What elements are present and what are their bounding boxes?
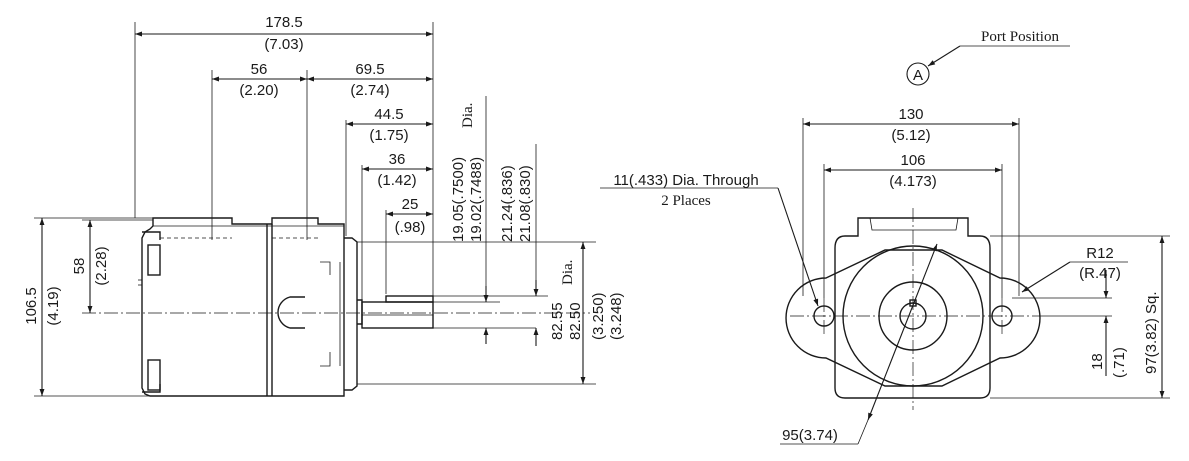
radius-label: R12 [1086, 245, 1114, 262]
hole-note-line-1: 11(.433) Dia. Through [613, 172, 758, 189]
key-length-inch-label: (.98) [395, 219, 426, 236]
center-height-label: 58 [71, 258, 88, 275]
dim-circle-dia [867, 243, 938, 421]
key-height-label-1: 21.24(.836) [499, 165, 516, 242]
pilot-dia-label-1: 82.55 [549, 302, 566, 340]
pilot-dia-label-2: 82.50 [567, 302, 584, 340]
circle-dia-label: 95(3.74) [782, 427, 838, 444]
shaft-length-label: 44.5 [374, 106, 403, 123]
flange-width-inch-label: (5.12) [891, 127, 930, 144]
shaft-dia-label-2: 19.02(.7488) [468, 157, 485, 242]
pilot-dia-inch-label-2: (3.248) [608, 292, 625, 340]
front-view: A Port Position 130 (5.12) 106 (4.173) 1… [600, 29, 1170, 445]
square-size-label: 97(3.82) Sq. [1143, 291, 1160, 374]
port-position-label: Port Position [981, 29, 1059, 45]
port-marker-circle [906, 62, 930, 86]
pilot-dia-inch-label-1: (3.250) [590, 292, 607, 340]
overall-length-label: 178.5 [265, 14, 303, 31]
key-length-label: 25 [402, 196, 419, 213]
radius-inch-label: (R.47) [1079, 265, 1121, 282]
flange-to-shaft-end-label: 69.5 [355, 61, 384, 78]
side-view: 178.5 (7.03) 56 (2.20) 69.5 (2.74) 44.5 … [23, 14, 625, 397]
height-inch-label: (4.19) [45, 286, 62, 325]
body-to-flange-label: 56 [251, 61, 268, 78]
body-to-flange-inch-label: (2.20) [239, 82, 278, 99]
height-label: 106.5 [23, 287, 40, 325]
hole-note-line-2: 2 Places [661, 193, 711, 209]
port-marker-label: A [913, 67, 923, 84]
bolt-spacing-label: 106 [900, 152, 925, 169]
side-pump-body [82, 217, 590, 397]
offset-label: 18 [1089, 353, 1106, 370]
side-extension-lines [34, 22, 596, 397]
shaft-length-inch-label: (1.75) [369, 127, 408, 144]
key-start-inch-label: (1.42) [377, 172, 416, 189]
offset-inch-label: (.71) [1111, 347, 1128, 378]
flange-to-shaft-end-inch-label: (2.74) [350, 82, 389, 99]
bolt-spacing-inch-label: (4.173) [889, 173, 937, 190]
center-height-inch-label: (2.28) [93, 246, 110, 285]
pilot-dia-suffix: Dia. [560, 260, 576, 285]
overall-length-inch-label: (7.03) [264, 36, 303, 53]
flange-width-label: 130 [898, 106, 923, 123]
shaft-dia-suffix: Dia. [460, 103, 476, 128]
shaft-dia-label-1: 19.05(.7500) [450, 157, 467, 242]
key-start-label: 36 [389, 151, 406, 168]
front-square-body [834, 217, 991, 399]
key-height-label-2: 21.08(.830) [517, 165, 534, 242]
